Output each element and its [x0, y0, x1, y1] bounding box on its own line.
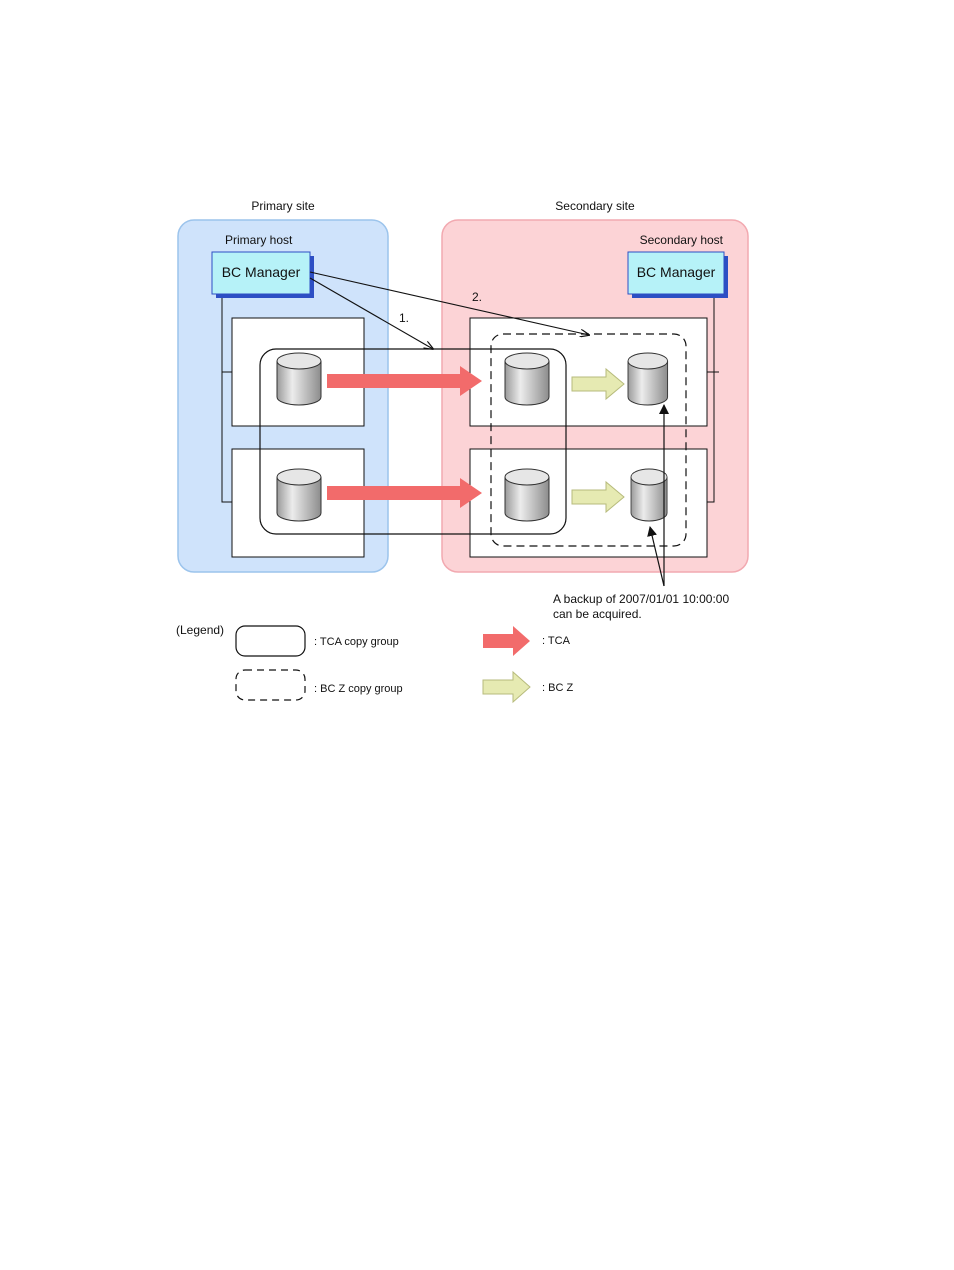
legend-bcz-label: : BC Z	[542, 682, 573, 694]
secondary-bc-manager: BC Manager	[628, 252, 728, 298]
legend-title: (Legend)	[176, 623, 224, 637]
secondary-host-label: Secondary host	[640, 233, 724, 247]
red-arrow-icon	[483, 626, 530, 656]
disk-cylinder-icon	[505, 469, 549, 521]
legend-bcz-group-label: : BC Z copy group	[314, 683, 403, 695]
secondary-site-label: Secondary site	[555, 199, 635, 213]
step-1-label: 1.	[399, 311, 409, 325]
primary-site-label: Primary site	[251, 199, 315, 213]
disk-cylinder-icon	[277, 469, 321, 521]
disk-cylinder-icon	[631, 469, 667, 521]
legend-bcz-group-swatch	[236, 670, 305, 700]
secondary-bc-manager-label: BC Manager	[637, 264, 716, 280]
primary-bc-manager-label: BC Manager	[222, 264, 301, 280]
disk-cylinder-icon	[505, 353, 549, 405]
legend-tca-label: : TCA	[542, 635, 571, 647]
annotation-line-1: A backup of 2007/01/01 10:00:00	[553, 592, 729, 606]
legend-tca-group-swatch	[236, 626, 305, 656]
primary-bc-manager: BC Manager	[212, 252, 314, 298]
annotation-line-2: can be acquired.	[553, 607, 642, 621]
yellow-arrow-icon	[483, 672, 530, 702]
legend-tca-group-label: : TCA copy group	[314, 636, 399, 648]
primary-host-label: Primary host	[225, 233, 293, 247]
step-2-label: 2.	[472, 290, 482, 304]
disk-cylinder-icon	[628, 353, 668, 405]
disk-cylinder-icon	[277, 353, 321, 405]
